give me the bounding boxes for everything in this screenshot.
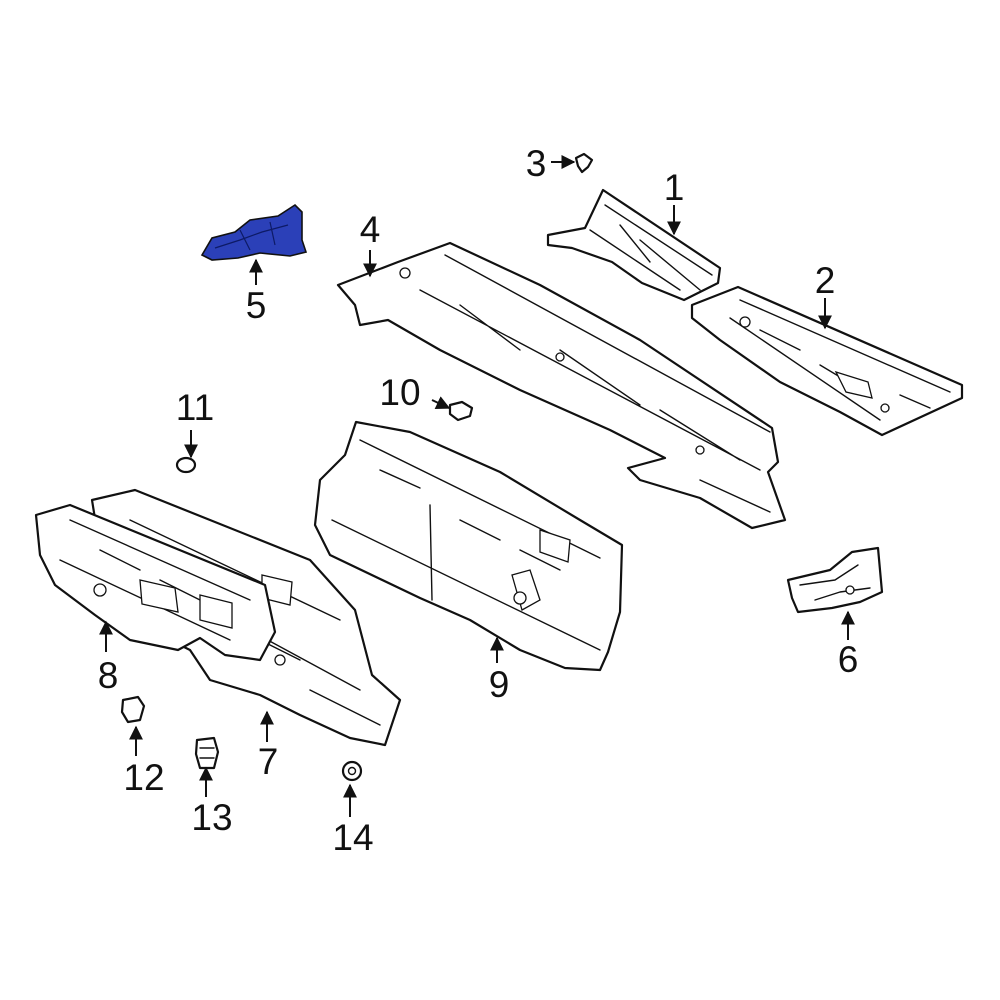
part-6-bracket[interactable]	[786, 546, 884, 614]
part-10-clip[interactable]	[448, 400, 474, 422]
callout-10[interactable]: 10	[379, 372, 420, 413]
part-3-clip[interactable]	[574, 152, 594, 174]
callout-7[interactable]: 7	[258, 741, 279, 782]
part-12-clip[interactable]	[120, 695, 146, 724]
leader-lines	[99, 155, 855, 817]
part-14-grommet[interactable]	[341, 760, 363, 782]
part-2-cowl-top-panel[interactable]	[690, 285, 964, 437]
callout-13[interactable]: 13	[191, 797, 232, 838]
part-1-cowl-louver-right[interactable]	[546, 188, 722, 302]
part-13-clip[interactable]	[194, 736, 220, 770]
callout-14[interactable]: 14	[332, 817, 373, 858]
callout-8[interactable]: 8	[98, 655, 119, 696]
callout-12[interactable]: 12	[123, 757, 164, 798]
callout-9[interactable]: 9	[489, 664, 510, 705]
callout-4[interactable]: 4	[360, 209, 381, 250]
part-11-grommet[interactable]	[175, 456, 197, 474]
part-5-bracket-highlighted[interactable]	[200, 203, 308, 261]
callout-1[interactable]: 1	[664, 167, 685, 208]
callout-labels: 1 2 3 4 5 6 7 8 9 10 11 12 13 14	[98, 143, 859, 858]
part-9-dash-panel[interactable]	[313, 420, 624, 672]
callout-5[interactable]: 5	[246, 285, 267, 326]
callout-11[interactable]: 11	[176, 387, 214, 428]
leader-10	[431, 396, 451, 409]
callout-6[interactable]: 6	[838, 639, 859, 680]
callout-2[interactable]: 2	[815, 260, 836, 301]
part-4-cowl-panel[interactable]	[336, 241, 787, 530]
callout-3[interactable]: 3	[526, 143, 547, 184]
part-8-dash-insulator-front[interactable]	[34, 503, 277, 662]
